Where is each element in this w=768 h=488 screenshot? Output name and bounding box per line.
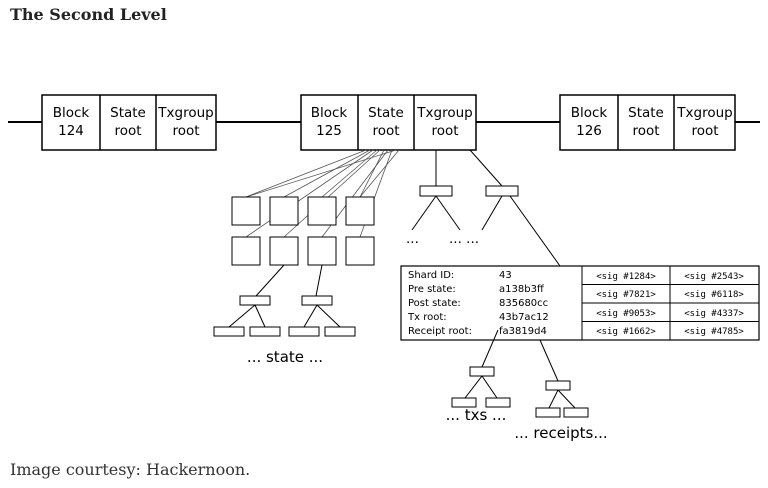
pre-state-label: Pre state: <box>408 284 456 295</box>
state-tree-fan-lines <box>245 149 400 238</box>
state-tree-nodes <box>231 196 375 266</box>
shard-header-box <box>400 265 760 341</box>
txs-label: ... txs ... <box>446 406 507 424</box>
image-caption: Image courtesy: Hackernoon. <box>10 460 251 479</box>
block-126-label: Block <box>571 105 608 121</box>
tx-root-label: Tx root: <box>407 312 447 323</box>
page-title: The Second Level <box>10 5 167 24</box>
receipts-subtree <box>535 339 589 418</box>
shard-id-label: Shard ID: <box>408 270 454 281</box>
block-125-state-root: root <box>372 123 399 139</box>
tx-root-value: 43b7ac12 <box>499 312 549 323</box>
txgroup-tree <box>411 149 561 267</box>
block-124-txgroup-root: root <box>172 123 199 139</box>
block-124-label: Block <box>53 105 90 121</box>
block-125-state-label: State <box>368 105 404 121</box>
block-125-txgroup-label: Txgroup <box>416 105 472 121</box>
sig-cell: <sig #4785> <box>684 327 744 337</box>
block-126-number: 126 <box>576 123 602 139</box>
block-125 <box>300 94 477 151</box>
state-subtrees <box>213 264 356 337</box>
block-124-number: 124 <box>58 123 84 139</box>
sig-cell: <sig #2543> <box>684 272 744 282</box>
block-124 <box>41 94 217 151</box>
block-126-txgroup-label: Txgroup <box>676 105 732 121</box>
sig-cell: <sig #7821> <box>596 290 656 300</box>
block-124-txgroup-label: Txgroup <box>157 105 213 121</box>
sig-cell: <sig #1662> <box>596 327 656 337</box>
pre-state-value: a138b3ff <box>499 284 545 295</box>
txgroup-ellipsis-right: ... ... <box>449 231 479 247</box>
block-125-txgroup-root: root <box>431 123 458 139</box>
block-126-state-root: root <box>632 123 659 139</box>
receipt-root-value: fa3819d4 <box>499 326 547 337</box>
post-state-value: 835680cc <box>499 298 548 309</box>
block-124-state-root: root <box>114 123 141 139</box>
block-124-state-label: State <box>110 105 146 121</box>
sig-cell: <sig #9053> <box>596 309 656 319</box>
block-125-label: Block <box>311 105 348 121</box>
sig-cell: <sig #1284> <box>596 272 656 282</box>
block-125-number: 125 <box>316 123 342 139</box>
sig-cell: <sig #6118> <box>684 290 744 300</box>
txgroup-ellipsis-left: ... <box>406 231 419 247</box>
block-126-state-label: State <box>628 105 664 121</box>
receipt-root-label: Receipt root: <box>408 326 472 337</box>
state-label: ... state ... <box>247 348 323 366</box>
block-126 <box>559 94 736 151</box>
txs-subtree <box>451 329 511 408</box>
sig-cell: <sig #4337> <box>684 309 744 319</box>
receipts-label: ... receipts... <box>514 424 607 442</box>
post-state-label: Post state: <box>408 298 461 309</box>
block-126-txgroup-root: root <box>691 123 718 139</box>
shard-id-value: 43 <box>499 270 512 281</box>
